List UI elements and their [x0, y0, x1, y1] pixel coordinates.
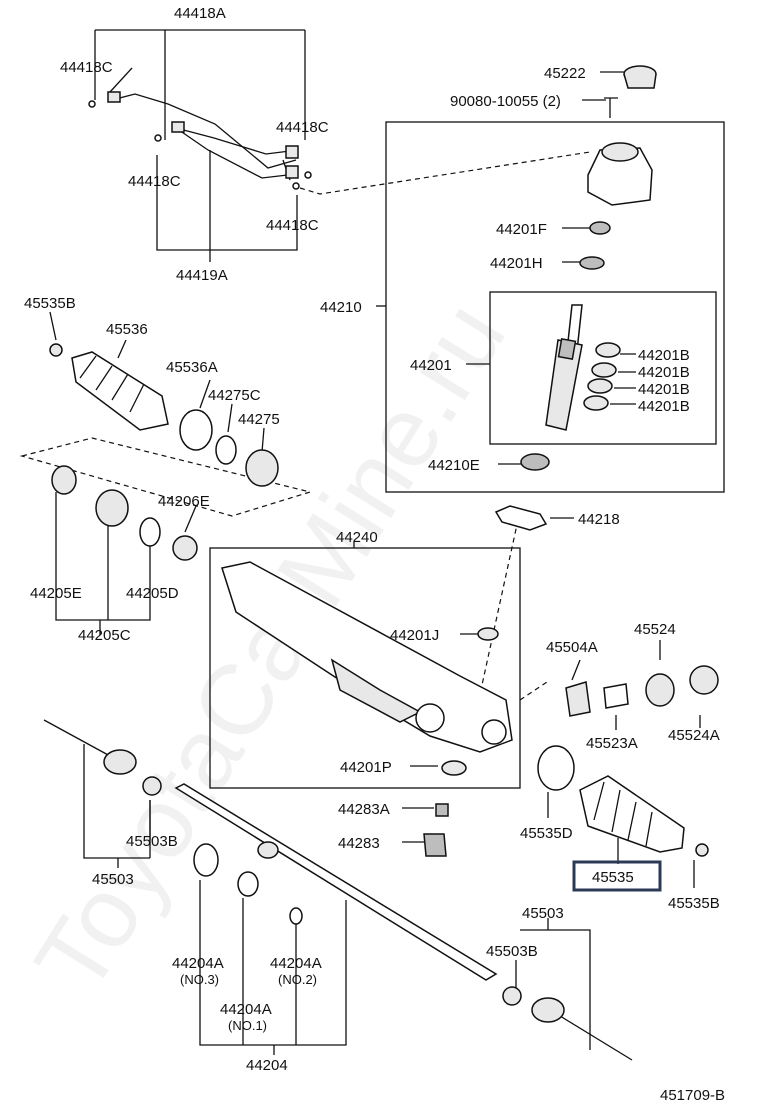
pinion-shaft-icon	[545, 304, 583, 431]
part-label[interactable]: 44418C	[128, 173, 181, 190]
lock-nut-icon	[689, 665, 719, 695]
ring-icon	[289, 907, 303, 925]
part-label[interactable]: 44206E	[158, 493, 210, 510]
part-label-note: (NO.2)	[278, 972, 317, 987]
part-label[interactable]: 45503	[522, 905, 564, 922]
part-label[interactable]: 44240	[336, 529, 378, 546]
part-label[interactable]: 45536	[106, 321, 148, 338]
o-ring-icon	[139, 517, 161, 547]
ring-icon	[595, 342, 621, 358]
part-label[interactable]: 44218	[578, 511, 620, 528]
part-label[interactable]: 44418C	[266, 217, 319, 234]
yoke-icon	[565, 681, 591, 717]
ring-icon	[591, 362, 617, 378]
part-labels: 44418A 44418C 44418C 44418C 44418C 44419…	[24, 5, 725, 1104]
boot-icon	[579, 775, 685, 853]
part-label[interactable]: 90080-10055 (2)	[450, 93, 561, 110]
clamp-icon	[49, 343, 63, 357]
bearing-icon	[579, 256, 605, 270]
part-label[interactable]: 44201B	[638, 347, 690, 364]
part-label[interactable]: 45503B	[126, 833, 178, 850]
bushing-icon	[245, 449, 279, 487]
boot-icon	[71, 351, 169, 431]
part-label[interactable]: 44205C	[78, 627, 131, 644]
seal-icon	[441, 760, 467, 776]
part-label[interactable]: 45503	[92, 871, 134, 888]
part-label[interactable]: 45536A	[166, 359, 218, 376]
part-label[interactable]: 45524	[634, 621, 676, 638]
parts	[43, 65, 719, 1061]
gasket-icon	[494, 505, 548, 531]
part-label[interactable]: 44205D	[126, 585, 179, 602]
part-label[interactable]: 44204A	[270, 955, 322, 972]
leader-lines	[19, 29, 725, 1055]
spring-icon	[603, 683, 629, 709]
plug-icon	[423, 833, 447, 857]
part-label[interactable]: 44201B	[638, 381, 690, 398]
seal-icon	[172, 535, 198, 561]
part-label[interactable]: 44419A	[176, 267, 228, 284]
snap-ring-icon	[215, 435, 237, 465]
tie-rod-end-icon	[43, 719, 111, 757]
nut-icon	[142, 776, 162, 796]
part-label-note: (NO.3)	[180, 972, 219, 987]
highlight-box	[572, 860, 662, 892]
adjusting-screw-icon	[645, 673, 675, 707]
part-label[interactable]: 44201	[410, 357, 452, 374]
part-label[interactable]: 45535B	[668, 895, 720, 912]
seal-icon	[520, 453, 550, 471]
part-label[interactable]: 44283A	[338, 801, 390, 818]
part-label[interactable]: 45222	[544, 65, 586, 82]
oil-seal-icon	[589, 221, 611, 235]
part-label[interactable]: 44204	[246, 1057, 288, 1074]
pressure-tube-icon	[88, 91, 312, 190]
rack-bar-icon	[174, 783, 498, 981]
part-label[interactable]: 44275	[238, 411, 280, 428]
highlighted-part-label[interactable]: 45535	[592, 869, 634, 886]
ring-icon	[237, 871, 259, 897]
part-label[interactable]: 44201P	[340, 759, 392, 776]
part-label[interactable]: 44201B	[638, 364, 690, 381]
valve-housing-icon	[587, 142, 653, 206]
ring-icon	[583, 395, 609, 411]
part-label[interactable]: 44418C	[276, 119, 329, 136]
part-label[interactable]: 45535B	[24, 295, 76, 312]
part-label[interactable]: 44201F	[496, 221, 547, 238]
part-label[interactable]: 45523A	[586, 735, 638, 752]
seal-icon	[51, 465, 77, 495]
clamp-icon	[695, 843, 709, 857]
ring-icon	[537, 745, 575, 791]
part-label[interactable]: 44210E	[428, 457, 480, 474]
part-label[interactable]: 44418C	[60, 59, 113, 76]
ring-icon	[587, 378, 613, 394]
part-label[interactable]: 44275C	[208, 387, 261, 404]
part-label[interactable]: 44204A	[172, 955, 224, 972]
rack-housing-icon	[221, 561, 513, 753]
part-label[interactable]: 45503B	[486, 943, 538, 960]
part-label[interactable]: 45535D	[520, 825, 573, 842]
bushing-icon	[95, 489, 129, 527]
figure-code: 451709-B	[660, 1087, 725, 1104]
part-label[interactable]: 44210	[320, 299, 362, 316]
tie-rod-end-icon	[559, 1015, 633, 1061]
part-label[interactable]: 44201B	[638, 398, 690, 415]
part-label[interactable]: 44204A	[220, 1001, 272, 1018]
part-label-note: (NO.1)	[228, 1018, 267, 1033]
part-label[interactable]: 44418A	[174, 5, 226, 22]
cap-icon	[435, 803, 449, 817]
part-label[interactable]: 44205E	[30, 585, 82, 602]
seal-icon	[477, 627, 499, 641]
nut-icon	[502, 986, 522, 1006]
part-label[interactable]: 45524A	[668, 727, 720, 744]
part-label[interactable]: 44283	[338, 835, 380, 852]
ring-icon	[179, 409, 213, 451]
ring-icon	[193, 843, 219, 877]
part-label[interactable]: 44201J	[390, 627, 439, 644]
part-label[interactable]: 44201H	[490, 255, 543, 272]
part-label[interactable]: 45504A	[546, 639, 598, 656]
